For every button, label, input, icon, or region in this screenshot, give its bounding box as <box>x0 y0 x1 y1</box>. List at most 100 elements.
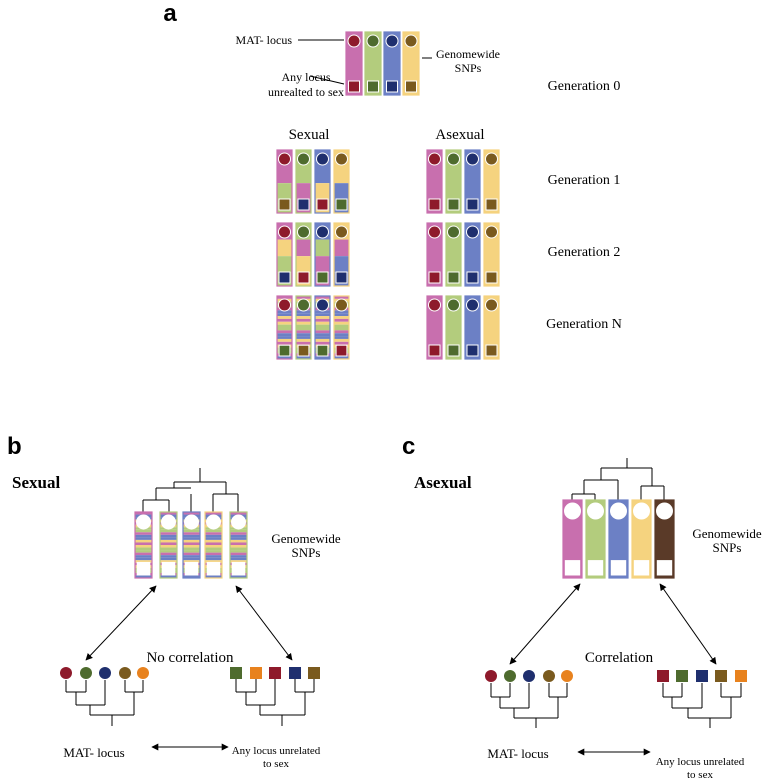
locus-square <box>161 561 176 576</box>
sexual-gen1-chromosome-3 <box>314 149 331 214</box>
locus-square <box>231 561 246 576</box>
panel-b-mat-circle-1 <box>60 667 72 679</box>
chromosome-segment <box>183 537 200 540</box>
mat-locus-circle <box>297 225 310 239</box>
panel-c-any-locus-label-line1: Any locus unrelated <box>656 756 745 768</box>
sexual-gen1-chromosome-4 <box>333 149 350 214</box>
chromosome-segment <box>334 324 349 328</box>
chromosome-outline <box>159 511 178 579</box>
panel-c-chromosome-1 <box>562 499 583 579</box>
chromosome-segment <box>315 321 330 325</box>
genomewide-label-a-line1: Genomewide <box>436 47 500 61</box>
chromosome-segment <box>446 296 461 359</box>
chromosome-segment <box>446 223 461 286</box>
mat-locus-circle <box>278 225 291 239</box>
panel-b-mat-label: MAT- locus <box>63 745 124 760</box>
chromosome-segment <box>135 539 152 543</box>
chromosome-segment <box>230 575 247 578</box>
any-locus-leader-line <box>309 75 345 85</box>
chromosome-segment <box>183 542 200 545</box>
generation-0-chromosomes <box>345 31 420 96</box>
mat-locus-circle <box>428 298 441 312</box>
chromosome-segment <box>135 512 152 515</box>
mat-locus-circle <box>404 34 418 48</box>
generation-n-label: Generation N <box>546 317 622 332</box>
panel-b-mat-circle-5 <box>137 667 149 679</box>
chromosome-segment <box>205 532 222 535</box>
chromosome-segment <box>632 500 651 578</box>
any-locus-label-line1: Any locus <box>282 70 331 84</box>
chromosome-segment <box>205 542 222 545</box>
sexual-genN-chromosome-4 <box>333 295 350 360</box>
asexual-gen1-chromosome-2 <box>445 149 462 214</box>
chromosome-segment <box>315 333 330 337</box>
chromosome-segment <box>277 321 292 325</box>
chromosome-segment <box>205 552 222 556</box>
chromosome-outline <box>464 222 481 287</box>
chromosome-outline <box>314 222 331 287</box>
panel-c-chromosome-3 <box>608 499 629 579</box>
asexual-gen2-chromosome-3 <box>464 222 481 287</box>
chromosome-segment <box>277 313 292 317</box>
sexual-genN-chromosome-2 <box>295 295 312 360</box>
panel-b-any-locus-label-line1: Any locus unrelated <box>232 745 321 757</box>
panel-c-any-locus-tree <box>662 683 742 728</box>
sexual-gen2-chromosome-1 <box>276 222 293 287</box>
mat-locus-circle <box>466 152 479 166</box>
chromosome-outline <box>445 295 462 360</box>
sexual-genN-chromosome-3 <box>314 295 331 360</box>
chromosome-outline <box>445 222 462 287</box>
chromosome-segment <box>160 550 177 553</box>
mat-locus-circle <box>136 514 151 530</box>
chromosome-segment <box>135 555 152 558</box>
chromosome-segment <box>586 500 605 578</box>
panel-b-snp-tree <box>142 468 239 512</box>
chromosome-outline <box>483 222 500 287</box>
chromosome-segment <box>135 575 152 578</box>
mat-locus-circle <box>297 298 310 312</box>
chromosome-outline <box>295 222 312 287</box>
chromosome-segment <box>205 537 222 540</box>
panel-c-mat-circle-4 <box>543 670 555 682</box>
chromosome-segment <box>277 338 292 342</box>
locus-square <box>466 271 479 284</box>
chromosome-segment <box>135 534 152 538</box>
panel-c-title: Asexual <box>414 473 472 492</box>
chromosome-segment <box>277 336 292 339</box>
chromosome-outline <box>295 295 312 360</box>
chromosome-segment <box>655 500 674 578</box>
chromosome-segment <box>334 318 349 322</box>
mat-locus-circle <box>564 502 581 520</box>
mat-locus-circle <box>587 502 604 520</box>
chromosome-outline <box>134 511 153 579</box>
gen0-chromosome-2 <box>364 31 382 96</box>
locus-square <box>447 271 460 284</box>
locus-square <box>428 198 441 211</box>
mat-locus-circle <box>633 502 650 520</box>
sexual-gen2-chromosome-2 <box>295 222 312 287</box>
panel-b-letter: b <box>7 433 22 460</box>
chromosome-segment <box>230 550 247 553</box>
chromosome-segment <box>296 321 311 325</box>
chromosome-segment <box>315 256 330 273</box>
chromosome-segment <box>205 575 222 578</box>
locus-square <box>633 560 650 576</box>
locus-square <box>386 80 398 93</box>
locus-square <box>348 80 360 93</box>
mat-locus-circle <box>316 298 329 312</box>
chromosome-segment <box>135 542 152 545</box>
mat-locus-circle <box>231 514 246 530</box>
panel-b-title: Sexual <box>12 473 60 492</box>
locus-square <box>278 198 291 211</box>
chromosome-segment <box>296 324 311 328</box>
panel-c-chromosome-4 <box>631 499 652 579</box>
locus-square <box>466 198 479 211</box>
chromosome-segment <box>277 356 292 359</box>
panel-c-mat-tree <box>490 683 568 728</box>
chromosome-outline <box>562 499 583 579</box>
panel-b-mat-locus-circles <box>60 667 149 679</box>
asexual-gen2-chromosome-4 <box>483 222 500 287</box>
chromosome-segment <box>427 223 442 286</box>
chromosome-segment <box>205 560 222 563</box>
